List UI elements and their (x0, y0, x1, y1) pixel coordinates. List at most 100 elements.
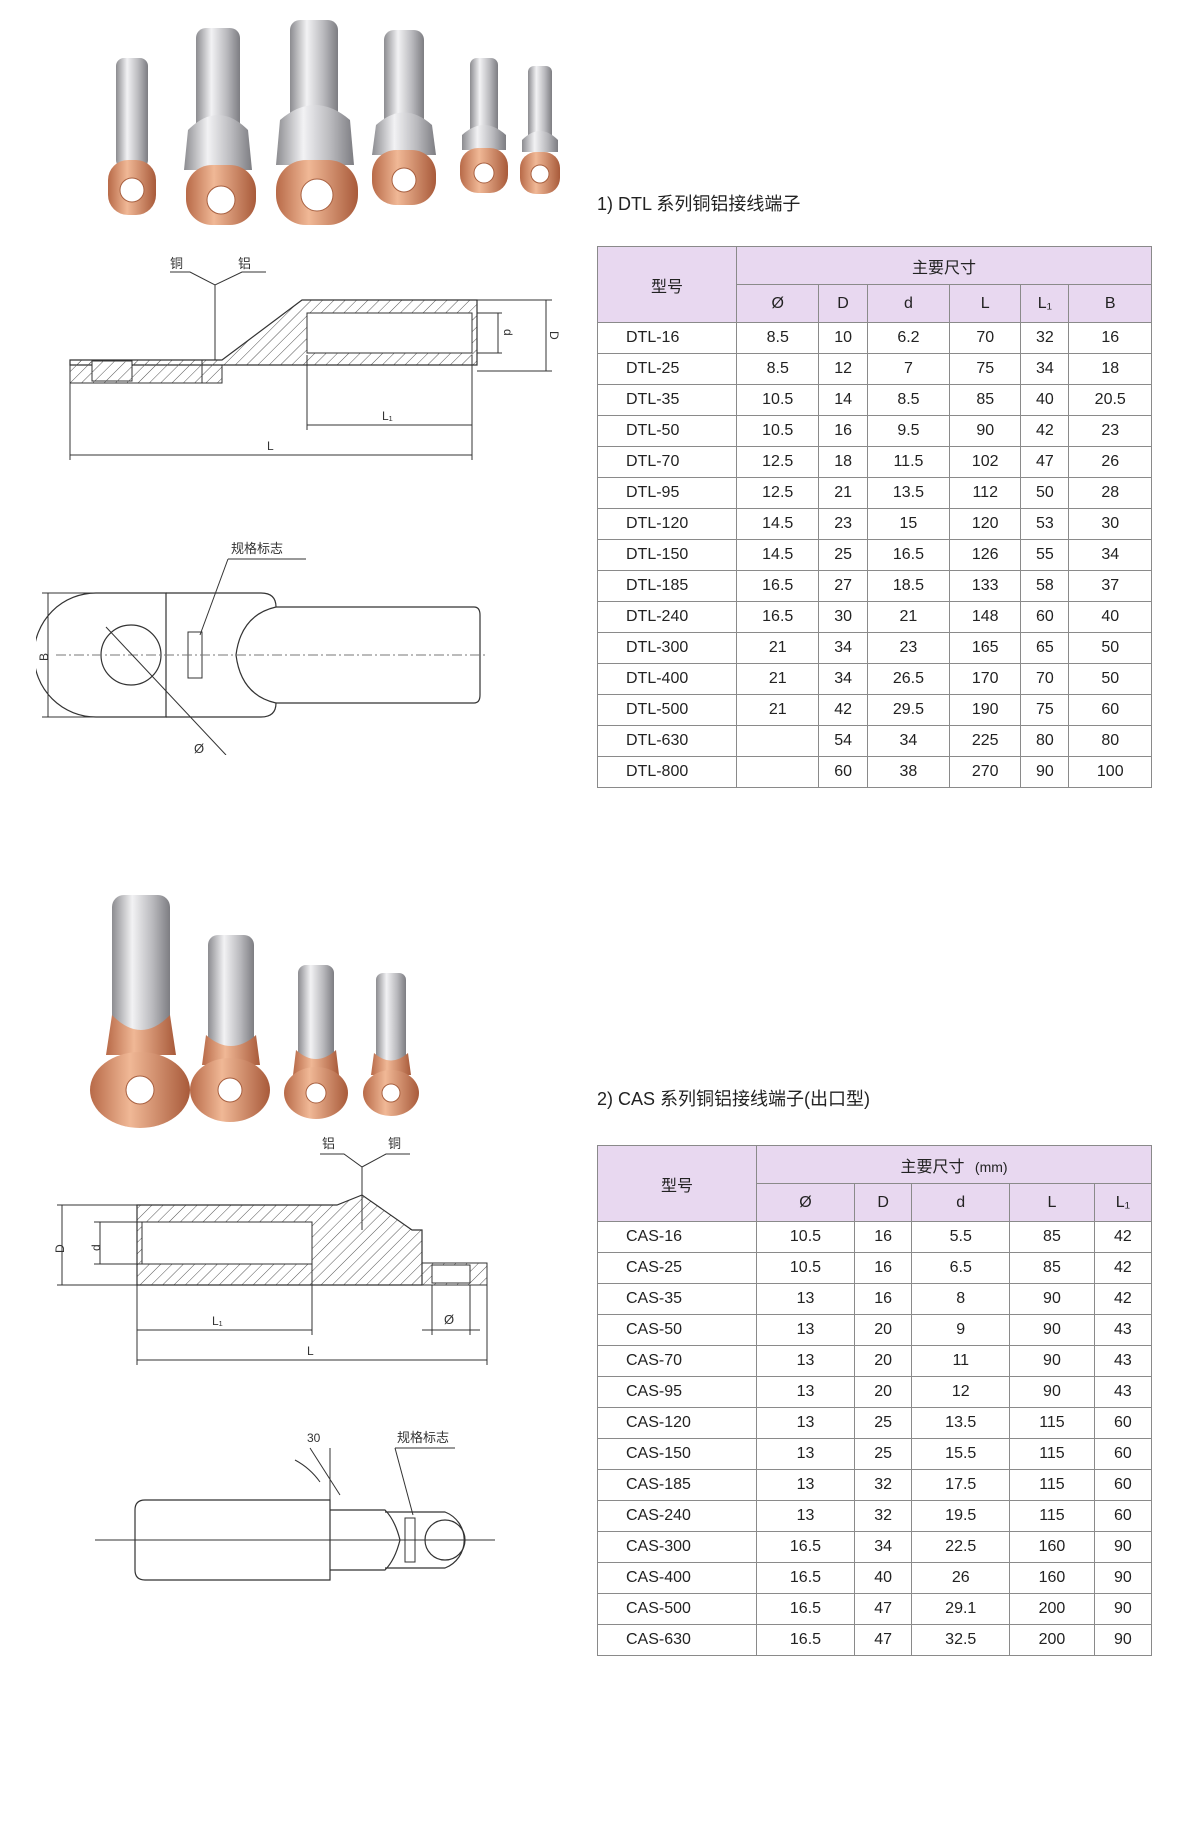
value-cell: 270 (949, 756, 1022, 788)
model-cell: DTL-185 (597, 570, 737, 602)
value-cell: 18.5 (866, 570, 951, 602)
cas-section-title: 2) CAS 系列铜铝接线端子(出口型) (597, 1089, 871, 1109)
value-cell: 18 (818, 446, 868, 478)
model-cell: DTL-500 (597, 694, 737, 726)
value-cell: 170 (949, 663, 1022, 695)
label-cas-copper: 铜 (388, 1136, 401, 1151)
value-cell: 15 (866, 508, 951, 540)
value-cell: 32.5 (911, 1624, 1011, 1656)
value-cell: 80 (1068, 725, 1152, 757)
value-cell: 12 (818, 353, 868, 385)
model-cell: DTL-400 (597, 663, 737, 695)
value-cell: 115 (1009, 1469, 1095, 1501)
value-cell (735, 756, 820, 788)
model-cell: DTL-95 (597, 477, 737, 509)
value-cell: 58 (1020, 570, 1070, 602)
value-cell: 13 (756, 1345, 855, 1377)
label-L1: L₁ (382, 409, 393, 423)
value-cell: 34 (818, 663, 868, 695)
value-cell: 90 (1093, 1531, 1153, 1563)
value-cell: 19.5 (911, 1500, 1011, 1532)
value-cell: 13 (756, 1469, 855, 1501)
model-cell: CAS-630 (597, 1624, 757, 1656)
value-cell: 47 (1020, 446, 1070, 478)
value-cell: 160 (1009, 1562, 1095, 1594)
value-cell: 13 (756, 1500, 855, 1532)
value-cell: 55 (1020, 539, 1070, 571)
label-phi: Ø (194, 741, 204, 755)
cas-column-header: d (911, 1183, 1011, 1222)
value-cell: 20 (853, 1376, 913, 1408)
value-cell: 34 (853, 1531, 913, 1563)
lug-photo-2 (184, 28, 256, 225)
value-cell: 16.5 (735, 601, 820, 633)
value-cell: 50 (1068, 663, 1152, 695)
value-cell: 23 (866, 632, 951, 664)
dtl-column-header: L₁ (1020, 284, 1070, 323)
value-cell: 60 (1093, 1469, 1153, 1501)
value-cell: 85 (1009, 1221, 1095, 1253)
label-B: B (37, 653, 51, 661)
value-cell: 6.5 (911, 1252, 1011, 1284)
lug-photo-3 (276, 20, 358, 225)
value-cell: 90 (1093, 1624, 1153, 1656)
value-cell: 13.5 (866, 477, 951, 509)
label-copper: 铜 (170, 256, 183, 271)
value-cell: 90 (1009, 1314, 1095, 1346)
value-cell: 38 (866, 756, 951, 788)
value-cell: 16 (853, 1283, 913, 1315)
value-cell: 75 (949, 353, 1022, 385)
model-cell: DTL-800 (597, 756, 737, 788)
value-cell: 16.5 (756, 1562, 855, 1594)
value-cell: 115 (1009, 1438, 1095, 1470)
value-cell: 126 (949, 539, 1022, 571)
value-cell: 9.5 (866, 415, 951, 447)
value-cell: 115 (1009, 1500, 1095, 1532)
value-cell: 32 (1020, 322, 1070, 354)
lug-photo-4 (372, 30, 436, 205)
value-cell: 22.5 (911, 1531, 1011, 1563)
label-cas-d: d (89, 1244, 103, 1251)
value-cell: 54 (818, 725, 868, 757)
value-cell: 60 (1093, 1407, 1153, 1439)
model-cell: CAS-400 (597, 1562, 757, 1594)
value-cell: 80 (1020, 725, 1070, 757)
model-cell: CAS-120 (597, 1407, 757, 1439)
value-cell: 60 (818, 756, 868, 788)
dtl-header-dims: 主要尺寸 (736, 246, 1152, 285)
label-cas-D: D (53, 1244, 67, 1253)
label-cas-L: L (307, 1344, 314, 1358)
model-cell: CAS-240 (597, 1500, 757, 1532)
value-cell: 25 (818, 539, 868, 571)
value-cell: 20 (853, 1345, 913, 1377)
value-cell: 85 (1009, 1252, 1095, 1284)
label-cas-L1: L₁ (212, 1314, 223, 1328)
value-cell: 42 (1093, 1252, 1153, 1284)
value-cell: 9 (911, 1314, 1011, 1346)
label-D: D (547, 331, 561, 340)
cas-column-header: Ø (756, 1183, 855, 1222)
value-cell: 16.5 (735, 570, 820, 602)
label-cas-spec-mark: 规格标志 (397, 1430, 449, 1445)
value-cell: 70 (949, 322, 1022, 354)
label-spec-mark: 规格标志 (231, 541, 283, 556)
value-cell: 90 (1009, 1283, 1095, 1315)
value-cell: 200 (1009, 1593, 1095, 1625)
value-cell: 14 (818, 384, 868, 416)
value-cell: 29.1 (911, 1593, 1011, 1625)
value-cell: 37 (1068, 570, 1152, 602)
value-cell: 8.5 (735, 353, 820, 385)
cas-header-unit: (mm) (974, 1158, 1008, 1175)
value-cell: 21 (735, 694, 820, 726)
value-cell: 43 (1093, 1314, 1153, 1346)
